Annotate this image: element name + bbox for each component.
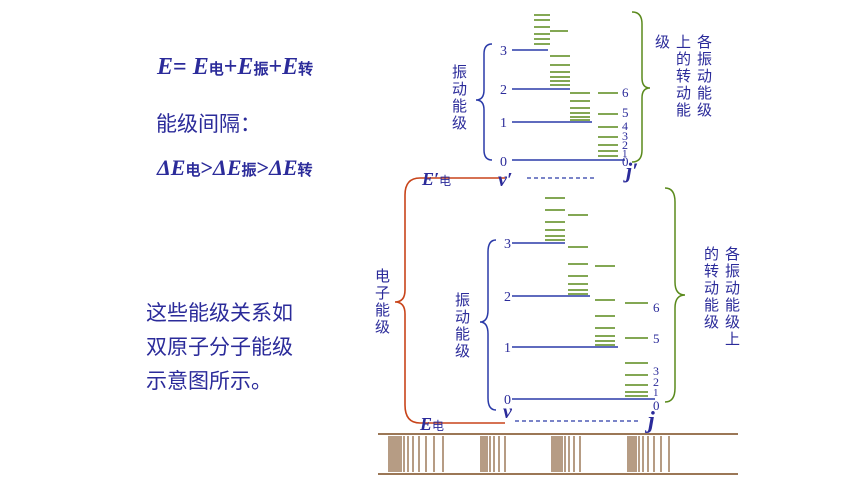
formula-term-2: E振 [237, 54, 269, 80]
upper-j-4: 4 [622, 119, 628, 133]
lower-rot-label-col1: 各振动能级上 [725, 245, 741, 348]
lower-rot-bracket [664, 187, 686, 403]
lower-electronic-label: E电 [419, 414, 444, 434]
upper-v-2: 2 [500, 83, 507, 98]
ineq-term-3: ΔE转 [269, 155, 313, 180]
description-line: 这些能级关系如 [146, 301, 293, 325]
formula-equals: = [173, 54, 187, 80]
vibrational-label-lower: 振动能级 [455, 291, 471, 360]
upper-v-1: 1 [500, 116, 507, 131]
upper-v-symbol: v′ [498, 169, 513, 191]
lower-j-0: 0 [653, 398, 660, 413]
upper-j-3: 3 [622, 129, 628, 143]
description-paragraph: 这些能级关系如 双原子分子能级 示意图所示。 [146, 296, 293, 398]
upper-j-2: 2 [622, 138, 628, 152]
vibrational-label-upper: 振动能级 [452, 63, 468, 132]
energy-formula: E= E电+E振+E转 [157, 54, 313, 81]
formula-term-1: E电 [192, 54, 224, 80]
upper-rot-label-col3: 级 [655, 33, 671, 51]
upper-vibrational-levels [512, 49, 625, 161]
ineq-term-2: ΔE振 [213, 155, 257, 180]
lower-rot-label-col2: 的转动能级 [704, 245, 720, 331]
lower-j-symbol: j [644, 408, 655, 434]
formula-plus-1: + [223, 54, 238, 80]
lower-v-0: 0 [504, 393, 511, 408]
lower-j-2: 2 [653, 375, 659, 389]
upper-j-6: 6 [622, 85, 629, 100]
upper-vib-bracket [475, 43, 493, 161]
spacing-inequality: ΔE电>ΔE振>ΔE转 [157, 155, 313, 181]
upper-rot-bracket [631, 11, 651, 163]
lower-rotational-levels [545, 197, 648, 397]
formula-lhs: E [157, 54, 174, 80]
upper-v-3: 3 [500, 44, 507, 59]
formula-plus-2: + [268, 54, 283, 80]
upper-j-5: 5 [622, 105, 629, 120]
spacing-label: 能级间隔： [156, 112, 261, 136]
lower-v-2: 2 [504, 290, 511, 305]
electronic-bracket [394, 177, 505, 424]
lower-vibrational-levels [512, 242, 655, 400]
upper-j-symbol: j′ [623, 158, 638, 183]
electronic-label: 电子能级 [375, 267, 391, 336]
upper-v-0: 0 [500, 155, 507, 170]
description-line: 示意图所示。 [146, 369, 272, 393]
spectrum-band [378, 433, 738, 475]
lower-v-1: 1 [504, 341, 511, 356]
upper-j-0: 0 [622, 154, 629, 169]
upper-rot-label-col1: 各振动能级 [697, 33, 713, 119]
lower-j-3: 3 [653, 364, 659, 378]
ineq-op-1: > [200, 155, 214, 180]
ineq-op-2: > [256, 155, 270, 180]
description-line: 双原子分子能级 [146, 335, 293, 359]
upper-rot-label-col2: 上的转动能 [676, 33, 692, 119]
upper-electronic-label: E′电 [421, 169, 451, 189]
lower-vib-bracket [479, 239, 497, 411]
lower-j-5: 5 [653, 331, 660, 346]
upper-j-1: 1 [622, 148, 628, 160]
upper-rotational-levels [534, 14, 618, 157]
lower-v-3: 3 [504, 237, 511, 252]
formula-term-3: E转 [282, 54, 314, 80]
lower-j-6: 6 [653, 300, 660, 315]
lower-v-symbol: v [503, 401, 513, 423]
lower-j-1: 1 [653, 387, 659, 399]
ineq-term-1: ΔE电 [157, 155, 201, 180]
